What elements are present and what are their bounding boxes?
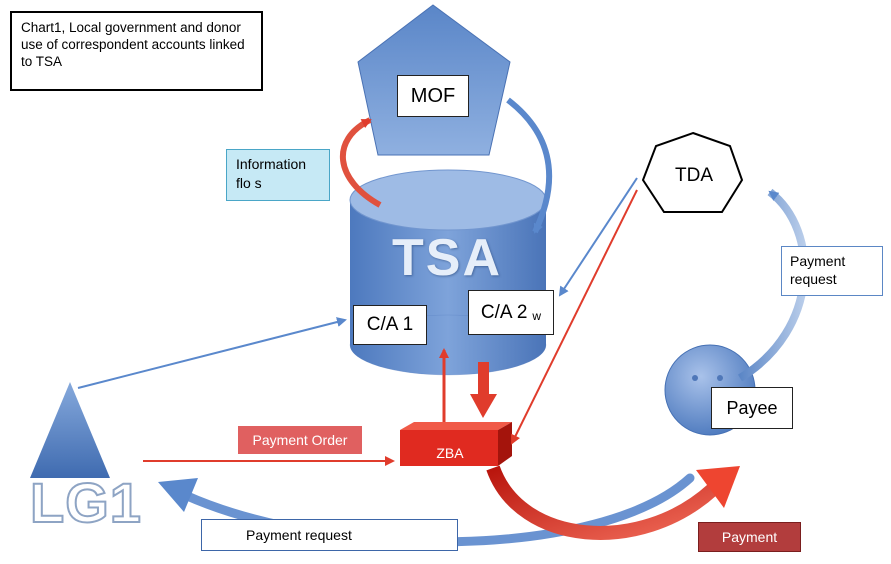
tda-heptagon — [641, 131, 744, 213]
arrow-payment-request-to-lg1 — [180, 473, 695, 547]
arrow-tda-to-zba — [511, 189, 638, 445]
payment-request-label-bottom: Payment request — [201, 519, 458, 551]
arrow-mof-to-tsa — [506, 97, 553, 234]
zba-label: ZBA — [436, 445, 464, 461]
arrow-payment-request-head — [158, 478, 198, 512]
arrow-tsa-to-zba-head — [470, 394, 497, 418]
payment-label: Payment — [698, 522, 801, 552]
tsa-label: TSA — [392, 229, 502, 287]
mof-label: MOF — [397, 75, 469, 117]
ca2-label: C/A 2 w — [468, 290, 554, 335]
arrow-zba-payment-to-payee — [486, 465, 717, 540]
arrow-lg1-to-ca1 — [77, 317, 347, 389]
payment-order-label: Payment Order — [238, 426, 362, 454]
arrow-payment-head — [696, 466, 740, 508]
payee-label: Payee — [711, 387, 793, 429]
zba-box — [400, 422, 512, 466]
lg1-label: LG1 — [29, 470, 142, 535]
arrow-information-flows — [340, 117, 382, 208]
payment-request-label-right: Payment request — [781, 246, 883, 296]
ca1-label: C/A 1 — [353, 305, 427, 345]
ca2-label-suffix: w — [532, 308, 542, 323]
diagram-caption: Chart1, Local government and donor use o… — [10, 11, 263, 91]
arrow-tsa-to-zba-shaft — [478, 362, 489, 396]
ca2-label-text: C/A 2 — [480, 301, 528, 323]
arrow-tda-to-ca2 — [558, 177, 638, 297]
lg1-triangle — [30, 382, 110, 478]
information-flows-label: Information flo s — [226, 149, 330, 201]
tda-label: TDA — [675, 165, 713, 186]
